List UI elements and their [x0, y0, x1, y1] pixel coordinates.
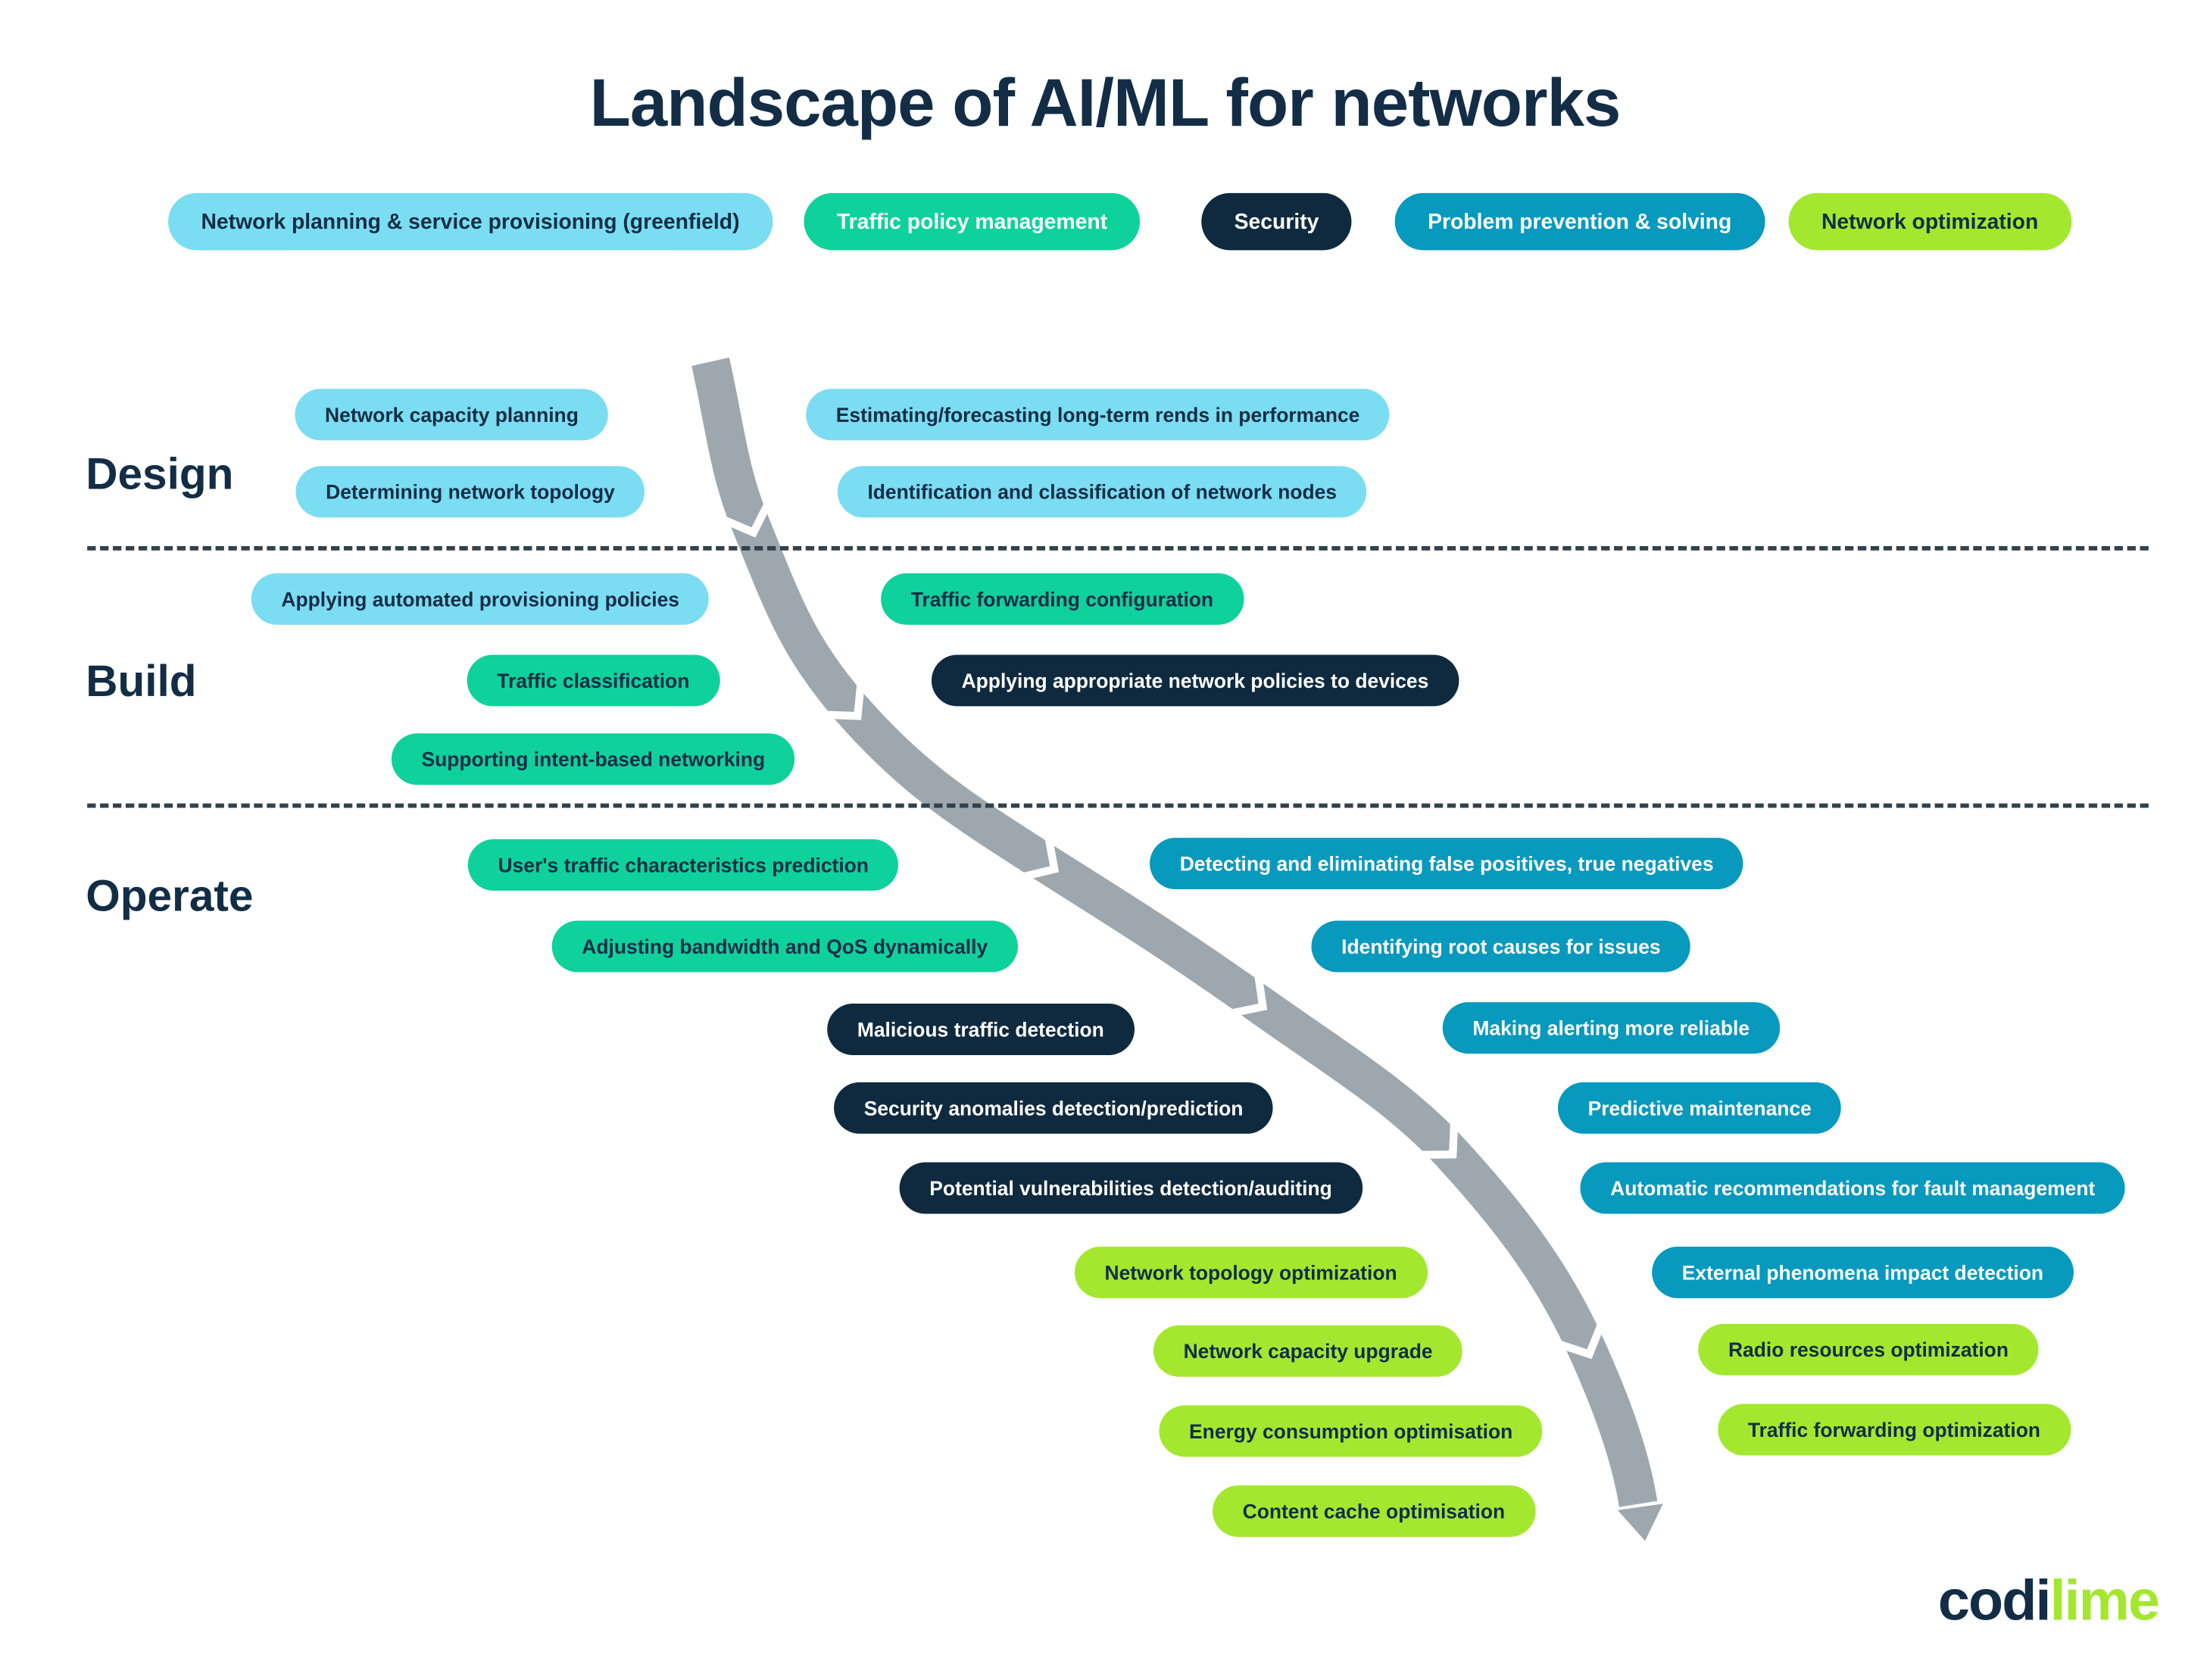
- pill-content-cache-optimisation: Content cache optimisation: [1212, 1485, 1535, 1538]
- flow-arrow-chevron: [1229, 973, 1268, 1018]
- pill-traffic-classification: Traffic classification: [467, 654, 719, 707]
- pill-identifying-root-causes-for-issues: Identifying root causes for issues: [1311, 920, 1691, 973]
- flow-arrow-chevron: [1021, 835, 1060, 881]
- pill-network-topology-optimization: Network topology optimization: [1074, 1246, 1428, 1298]
- pill-estimating-forecasting-long-term-rends-in-perfor: Estimating/forecasting long-term rends i…: [806, 389, 1391, 441]
- legend-item-security: Security: [1201, 192, 1352, 251]
- legend-item-planning: Network planning & service provisioning …: [168, 192, 773, 251]
- divider-build-operate: [87, 803, 2149, 808]
- pill-predictive-maintenance: Predictive maintenance: [1557, 1082, 1842, 1134]
- pill-applying-automated-provisioning-policies: Applying automated provisioning policies: [251, 573, 710, 625]
- logo-text-lime: lime: [2049, 1569, 2160, 1633]
- pill-radio-resources-optimization: Radio resources optimization: [1698, 1323, 2039, 1376]
- pill-applying-appropriate-network-policies-to-devices: Applying appropriate network policies to…: [931, 654, 1459, 707]
- pill-detecting-and-eliminating-false-positives-true-n: Detecting and eliminating false positive…: [1150, 838, 1744, 890]
- pill-traffic-forwarding-optimization: Traffic forwarding optimization: [1718, 1404, 2071, 1456]
- pill-malicious-traffic-detection: Malicious traffic detection: [827, 1004, 1135, 1055]
- section-label-build: Build: [86, 656, 197, 707]
- flow-arrow-tip: [1617, 1504, 1663, 1541]
- pill-adjusting-bandwidth-and-qos-dynamically: Adjusting bandwidth and QoS dynamically: [551, 920, 1018, 973]
- pill-security-anomalies-detection-prediction: Security anomalies detection/prediction: [834, 1082, 1274, 1134]
- legend-item-traffic: Traffic policy management: [804, 192, 1141, 251]
- legend-item-problem: Problem prevention & solving: [1394, 192, 1765, 251]
- pill-network-capacity-upgrade: Network capacity upgrade: [1153, 1325, 1463, 1377]
- pill-automatic-recommendations-for-fault-management: Automatic recommendations for fault mana…: [1580, 1162, 2125, 1214]
- pill-external-phenomena-impact-detection: External phenomena impact detection: [1652, 1246, 2074, 1298]
- flow-arrow-chevron: [824, 682, 865, 720]
- flow-arrow-chevron: [721, 501, 773, 538]
- logo-text-codi: codi: [1937, 1569, 2052, 1633]
- pill-making-alerting-more-reliable: Making alerting more reliable: [1442, 1002, 1780, 1054]
- pill-network-capacity-planning: Network capacity planning: [295, 389, 609, 441]
- pill-traffic-forwarding-configuration: Traffic forwarding configuration: [881, 573, 1244, 625]
- divider-design-build: [87, 546, 2149, 551]
- pill-identification-and-classification-of-network-nod: Identification and classification of net…: [837, 466, 1367, 518]
- flow-arrow-chevron: [1556, 1321, 1606, 1360]
- pill-energy-consumption-optimisation: Energy consumption optimisation: [1159, 1405, 1543, 1457]
- pill-supporting-intent-based-networking: Supporting intent-based networking: [391, 733, 795, 785]
- legend-item-optimization: Network optimization: [1788, 192, 2071, 251]
- pill-determining-network-topology: Determining network topology: [295, 466, 645, 518]
- flow-arrow-chevron: [1419, 1120, 1459, 1159]
- pill-potential-vulnerabilities-detection-auditing: Potential vulnerabilities detection/audi…: [899, 1162, 1363, 1214]
- section-label-design: Design: [86, 448, 234, 499]
- page-title: Landscape of AI/ML for networks: [589, 64, 1622, 140]
- codilime-logo: codilime: [1937, 1569, 2160, 1634]
- pill-user-s-traffic-characteristics-prediction: User's traffic characteristics predictio…: [467, 838, 899, 891]
- section-label-operate: Operate: [86, 870, 254, 921]
